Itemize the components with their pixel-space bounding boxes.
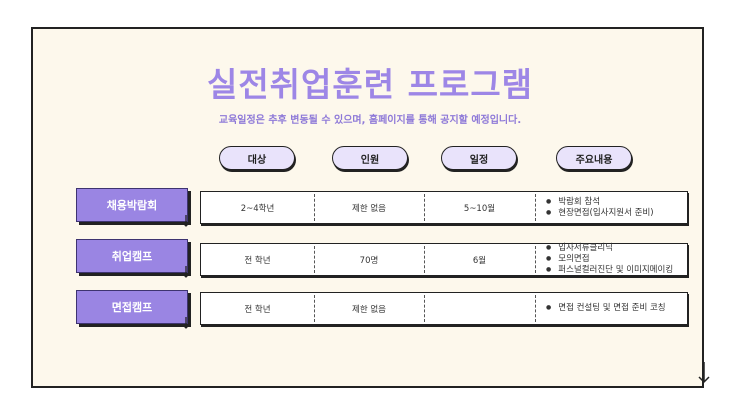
content-item: 입사서류클리닉 (546, 243, 673, 254)
program-name: 면접캠프 (111, 301, 153, 314)
cell-schedule: 6월 (472, 255, 487, 266)
table-row: 2~4학년 제한 없음 5~10월 박람회 참석 현장면접(입사지원서 준비) (200, 191, 688, 224)
header-schedule: 일정 (441, 146, 517, 170)
content-item: 퍼스널컬러진단 및 이미지메이킹 (546, 265, 673, 276)
content-item: 모의면접 (546, 254, 673, 265)
page-title: 실전취업훈련 프로그램 (206, 65, 534, 104)
arrow-down-icon (698, 362, 710, 384)
cell-count: 제한 없음 (352, 304, 386, 315)
column-divider (535, 295, 536, 322)
cell-count: 제한 없음 (352, 203, 386, 214)
cell-schedule: 5~10월 (463, 203, 496, 214)
column-divider (535, 194, 536, 221)
table-row: 전 학년 70명 6월 입사서류클리닉 모의면접 퍼스널컬러진단 및 이미지메이… (200, 243, 688, 276)
program-label-job-fair[interactable]: 채용박람회 (76, 188, 190, 227)
cell-contents: 입사서류클리닉 모의면접 퍼스널컬러진단 및 이미지메이킹 (546, 243, 673, 276)
content-item: 면접 컨설팅 및 면접 준비 코칭 (546, 303, 665, 314)
arrow-down-icon (182, 215, 190, 227)
column-divider (314, 194, 315, 221)
table-row: 전 학년 제한 없음 면접 컨설팅 및 면접 준비 코칭 (200, 292, 688, 325)
header-count: 인원 (332, 146, 408, 170)
content-item: 현장면접(입사지원서 준비) (546, 208, 653, 219)
header-target: 대상 (219, 146, 295, 170)
cell-target: 전 학년 (244, 255, 271, 266)
arrow-down-icon (182, 317, 190, 329)
column-divider (424, 194, 425, 221)
cell-schedule (424, 293, 535, 324)
cell-target: 2~4학년 (240, 203, 275, 214)
column-divider (535, 246, 536, 273)
arrow-down-icon (182, 266, 190, 278)
cell-contents: 면접 컨설팅 및 면접 준비 코칭 (546, 293, 665, 324)
cell-count: 70명 (359, 255, 379, 266)
content-item: 박람회 참석 (546, 197, 654, 208)
page-subtitle: 교육일정은 추후 변동될 수 있으며, 홈페이지를 통해 공지할 예정입니다. (218, 115, 522, 126)
column-divider (424, 246, 425, 273)
column-divider (314, 295, 315, 322)
program-name: 채용박람회 (106, 199, 158, 212)
header-contents: 주요내용 (556, 146, 632, 170)
program-label-interview-camp[interactable]: 면접캠프 (76, 290, 190, 329)
column-divider (424, 295, 425, 322)
program-name: 취업캠프 (111, 250, 153, 263)
program-label-job-camp[interactable]: 취업캠프 (76, 239, 190, 278)
cell-contents: 박람회 참석 현장면접(입사지원서 준비) (546, 192, 654, 223)
column-divider (314, 246, 315, 273)
cell-target: 전 학년 (244, 304, 271, 315)
